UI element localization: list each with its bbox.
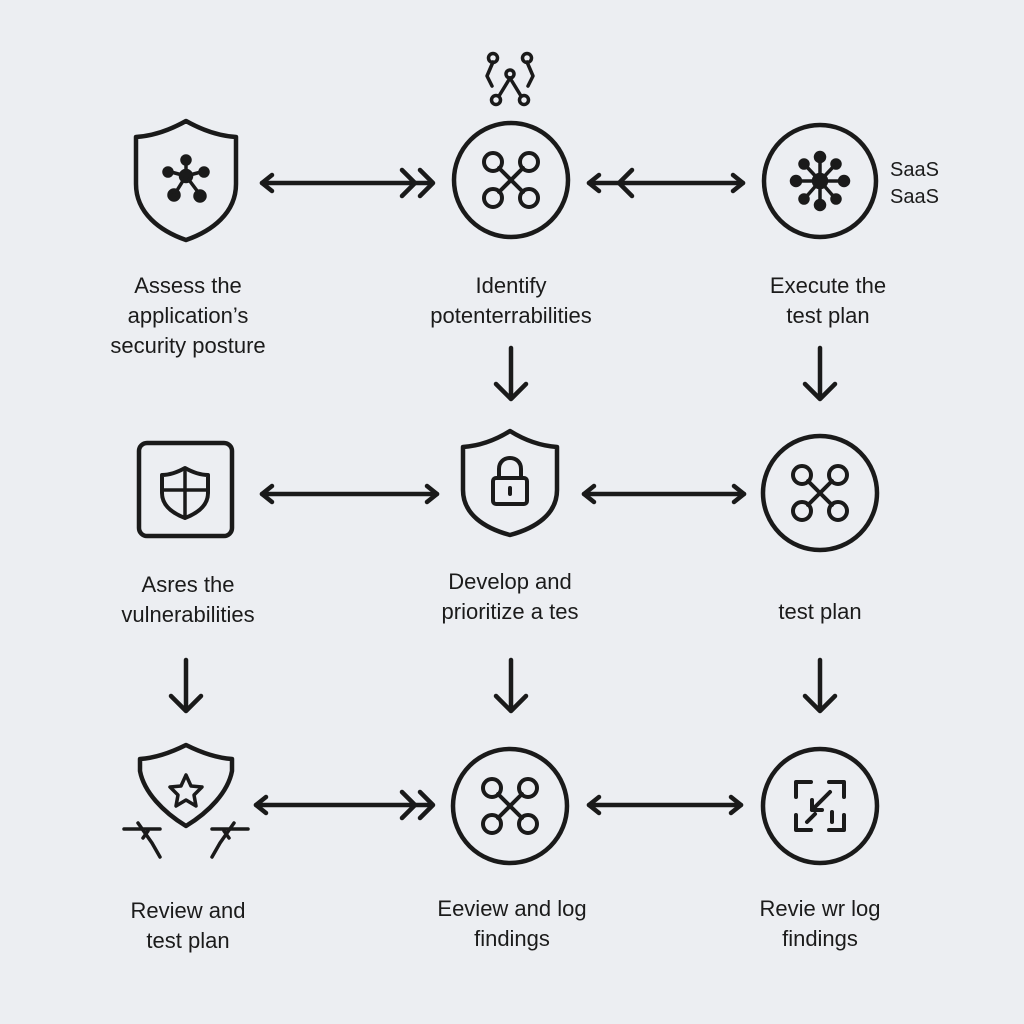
down-arrow [802, 657, 838, 714]
node-label-develop-prioritize: Develop and prioritize a tes [441, 569, 579, 624]
down-arrow [493, 657, 529, 714]
bidirectional-arrow [259, 167, 436, 199]
node-label-execute-test-plan: Execute the test plan [769, 273, 887, 328]
node-label-assess-vulnerabilities: Asres the vulnerabilities [121, 572, 255, 627]
shield-star-icon [122, 742, 250, 859]
shield-lock-icon [460, 428, 560, 538]
circle-network-icon [760, 433, 880, 553]
circle-network-icon [450, 746, 570, 866]
node-label-identify: Identify potenterrabilities [430, 273, 592, 328]
bidirectional-arrow [259, 483, 440, 505]
square-shield-icon [136, 440, 235, 539]
bidirectional-arrow [253, 789, 436, 821]
down-arrow [802, 345, 838, 402]
node-label-revie-log-findings: Revie wr log findings [759, 896, 881, 951]
bidirectional-arrow [586, 794, 744, 816]
side-label-saas: SaaS SaaS [890, 159, 939, 208]
shield-network-icon [133, 118, 239, 243]
node-label-test-plan: test plan [778, 599, 862, 624]
circle-expand-icon [760, 746, 880, 866]
node-label-eeview-log-findings: Eeview and log findings [437, 896, 587, 951]
circle-hub-icon [761, 122, 879, 240]
bidirectional-arrow [586, 167, 746, 199]
down-arrow [168, 657, 204, 714]
network-branch-icon [485, 51, 535, 107]
down-arrow [493, 345, 529, 402]
bidirectional-arrow [581, 483, 747, 505]
node-label-assess-posture: Assess the application’s security postur… [110, 273, 266, 358]
circle-network-icon [451, 120, 571, 240]
node-label-review-test-plan: Review and test plan [130, 898, 246, 953]
